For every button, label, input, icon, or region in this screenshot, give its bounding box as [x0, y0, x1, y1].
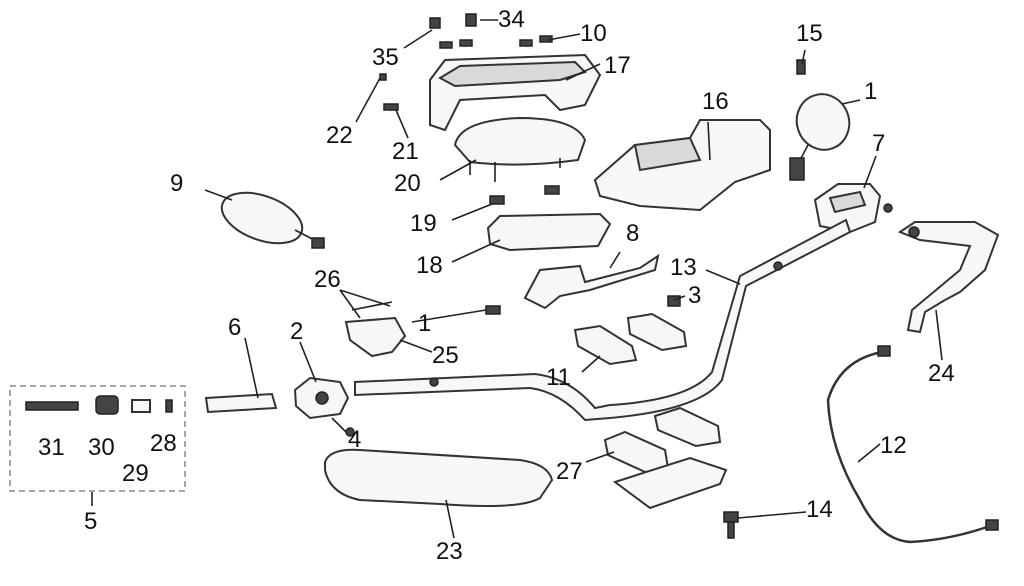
- label-part-31: 31: [38, 434, 65, 461]
- part-grip-6: [204, 337, 278, 414]
- part-cable-12: [826, 345, 999, 544]
- label-part-11: 11: [546, 364, 571, 391]
- label-part-10: 10: [580, 20, 607, 47]
- part-clamps-11: [573, 295, 688, 366]
- part-lower-bracket: [486, 212, 612, 252]
- label-part-17: 17: [604, 52, 631, 79]
- label-part-24: 24: [928, 360, 955, 387]
- label-part-25: 25: [432, 342, 459, 369]
- label-part-14: 14: [806, 496, 833, 523]
- label-part-29: 29: [122, 460, 149, 487]
- label-part-3: 3: [688, 282, 702, 309]
- part-right-switch: [813, 183, 893, 234]
- label-part-2: 2: [290, 318, 304, 345]
- label-part-12: 12: [880, 432, 907, 459]
- part-mirror-right: [789, 59, 851, 181]
- part-bolt-14: [723, 511, 739, 539]
- part-clamps-27: [603, 406, 728, 510]
- label-part-15: 15: [796, 20, 823, 47]
- part-lever-assembly-25: [344, 301, 501, 358]
- label-part-7: 7: [872, 130, 886, 157]
- label-part-28: 28: [150, 430, 177, 457]
- part-mirror-left: [220, 191, 325, 249]
- label-part-34: 34: [498, 6, 525, 33]
- label-part-16: 16: [702, 88, 729, 115]
- label-part-21: 21: [392, 138, 419, 165]
- label-part-35: 35: [372, 44, 399, 71]
- label-part-18: 18: [416, 252, 443, 279]
- label-part-26: 26: [314, 266, 341, 293]
- label-part-8: 8: [626, 220, 640, 247]
- part-pad-23: [324, 448, 554, 507]
- part-lever-24: [897, 221, 1000, 334]
- label-part-23: 23: [436, 538, 463, 565]
- part-left-switch: [293, 376, 355, 437]
- label-part-1-mid: 1: [418, 310, 432, 337]
- label-part-9: 9: [170, 170, 184, 197]
- label-part-1-top: 1: [864, 78, 878, 105]
- part-bracket-8: [523, 253, 660, 310]
- part-instrument-cluster: [453, 116, 587, 182]
- label-part-22: 22: [326, 122, 353, 149]
- part-pads: [489, 185, 560, 205]
- label-part-27: 27: [556, 458, 583, 485]
- part-shroud: [593, 119, 771, 212]
- part-top-cover: [429, 53, 602, 132]
- label-part-5: 5: [84, 508, 98, 535]
- label-part-30: 30: [88, 434, 115, 461]
- leader-lines: [91, 19, 943, 539]
- part-kit-box-5: [9, 385, 186, 492]
- label-part-20: 20: [394, 170, 421, 197]
- label-part-19: 19: [410, 210, 437, 237]
- part-handlebar: [354, 218, 852, 422]
- label-part-6: 6: [228, 314, 242, 341]
- label-part-4: 4: [348, 426, 362, 453]
- label-part-13: 13: [670, 254, 697, 281]
